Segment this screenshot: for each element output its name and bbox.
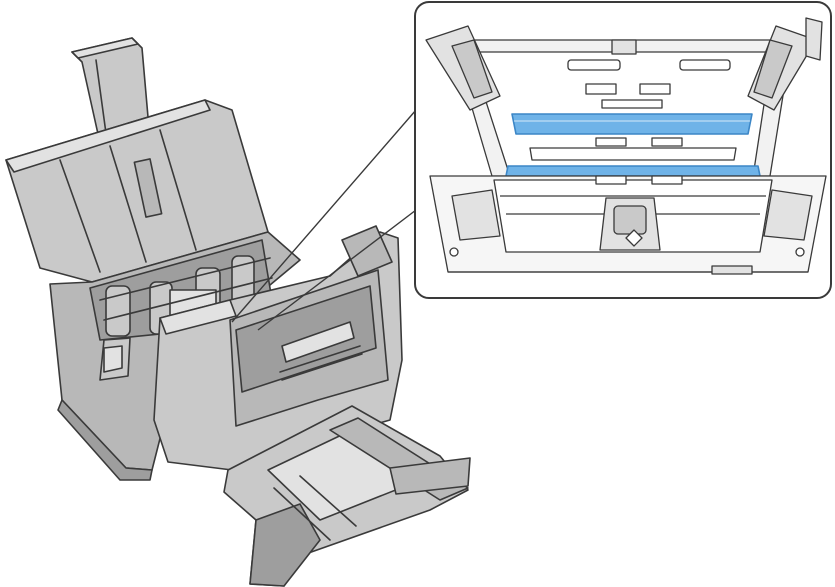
lower-scan-glass xyxy=(505,165,761,177)
upper-scan-glass xyxy=(511,113,753,135)
scanner-illustration xyxy=(5,37,471,587)
inset-closeup xyxy=(414,1,832,299)
inset-scanner-interior xyxy=(425,17,827,275)
callout-lines xyxy=(231,109,417,331)
